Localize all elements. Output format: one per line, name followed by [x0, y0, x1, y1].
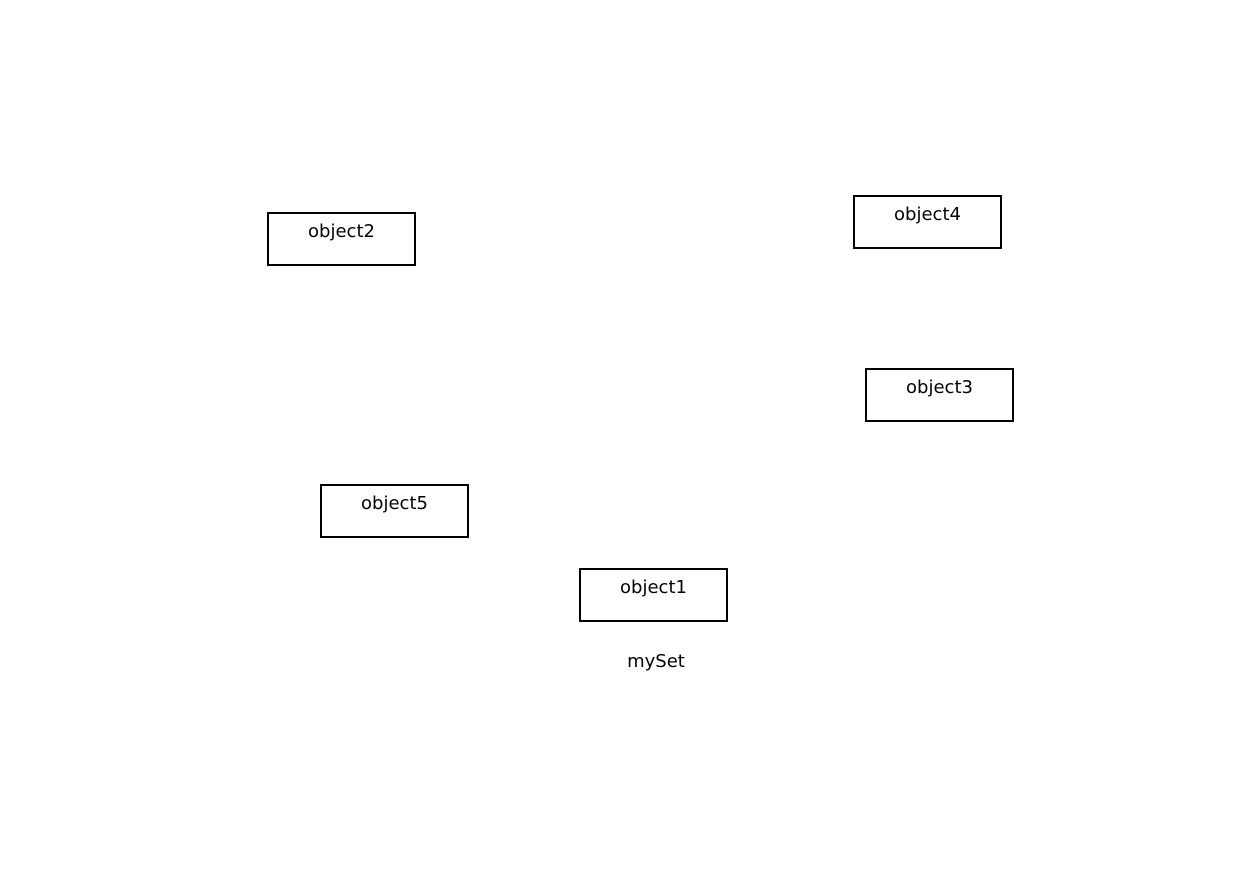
object-label: object3: [906, 377, 973, 398]
object-label: object2: [308, 221, 375, 242]
set-label: mySet: [627, 651, 685, 672]
object-box-object3: object3: [865, 368, 1014, 422]
object-box-object4: object4: [853, 195, 1002, 249]
object-label: object4: [894, 204, 961, 225]
object-box-object2: object2: [267, 212, 416, 266]
object-label: object5: [361, 493, 428, 514]
object-label: object1: [620, 577, 687, 598]
object-box-object5: object5: [320, 484, 469, 538]
object-box-object1: object1: [579, 568, 728, 622]
